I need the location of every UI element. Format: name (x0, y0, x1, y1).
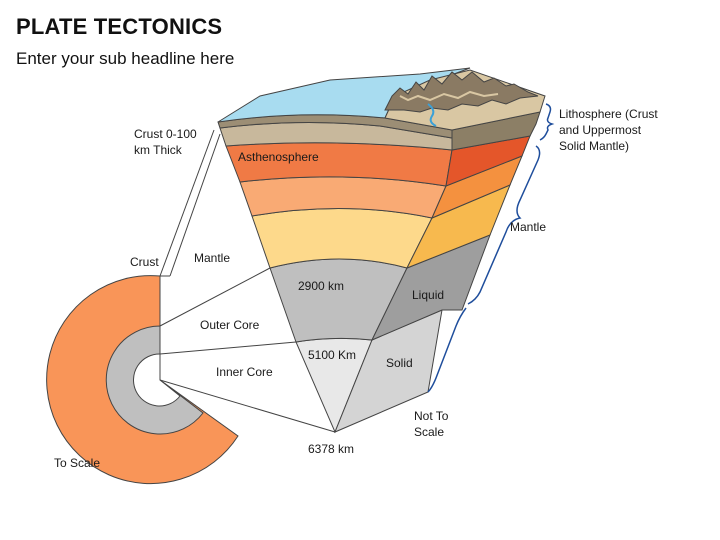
scale-inner-core (133, 353, 181, 407)
earth-wedge-front (217, 114, 453, 434)
mantle-brace (467, 145, 541, 305)
label-asthenosphere: Asthenosphere (238, 150, 319, 164)
river (427, 103, 437, 127)
core-brace (427, 307, 467, 393)
mountain-highlights (399, 90, 499, 102)
label-crust-thick-2: km Thick (134, 143, 183, 157)
to-scale-earth (46, 275, 239, 485)
label-lithosphere-2: and Uppermost (559, 123, 642, 137)
label-liquid: Liquid (412, 288, 444, 302)
earth-wedge-side (334, 111, 541, 433)
label-crust-thick-1: Crust 0-100 (134, 127, 197, 141)
label-to-scale: To Scale (54, 456, 100, 470)
wedge-lower-mantle (251, 208, 433, 269)
label-inner-core: Inner Core (216, 365, 273, 379)
label-depth-6378: 6378 km (308, 442, 354, 456)
label-depth-5100: 5100 Km (308, 348, 356, 362)
label-mantle-right: Mantle (510, 220, 546, 234)
earth-surface-top (217, 67, 546, 131)
scale-connector-lines (159, 129, 336, 433)
label-lithosphere-1: Lithosphere (Crust (559, 107, 658, 121)
label-outer-core: Outer Core (200, 318, 260, 332)
label-solid: Solid (386, 356, 413, 370)
ocean-surface (217, 67, 471, 123)
label-not-to-scale-1: Not To (414, 409, 449, 423)
mountain-range (384, 71, 539, 113)
label-depth-2900: 2900 km (298, 279, 344, 293)
page-subtitle: Enter your sub headline here (16, 49, 235, 68)
lithosphere-brace (539, 103, 555, 141)
label-not-to-scale-2: Scale (414, 425, 444, 439)
label-mantle-left: Mantle (194, 251, 230, 265)
label-lithosphere-3: Solid Mantle) (559, 139, 629, 153)
label-crust-left: Crust (130, 255, 159, 269)
page-title: PLATE TECTONICS (16, 14, 223, 39)
